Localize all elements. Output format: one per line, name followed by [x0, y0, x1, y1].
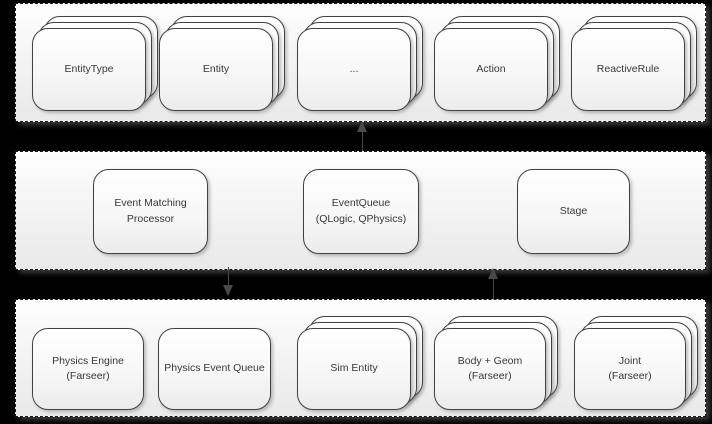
arrow-up-icon: [357, 121, 367, 132]
node-action: Action: [434, 16, 560, 111]
stack-card-front: Sim Entity: [297, 328, 411, 410]
node-physics-engine: Physics Engine (Farseer): [32, 328, 144, 410]
node-joint: Joint (Farseer): [574, 316, 698, 410]
card: Event Matching Processor: [93, 169, 208, 254]
node-reactiverule: ReactiveRule: [571, 16, 697, 111]
arrow-down-icon: [223, 285, 233, 296]
node-label: Event Matching Processor: [114, 197, 187, 225]
stack-card-front: Joint (Farseer): [574, 328, 686, 410]
card: Stage: [517, 169, 630, 254]
node-label: Stage: [559, 204, 588, 217]
node-entitytype: EntityType: [32, 16, 158, 111]
node-entity: Entity: [159, 16, 285, 111]
node-body-geom: Body + Geom (Farseer): [434, 316, 558, 410]
card: EventQueue (QLogic, QPhysics): [303, 169, 419, 254]
node-label: ...: [349, 62, 359, 75]
node-label: Physics Engine (Farseer): [52, 354, 124, 382]
band-entity-layer: EntityType Entity ... Action: [15, 3, 706, 122]
node-label: EventQueue (QLogic, QPhysics): [315, 197, 407, 225]
card: Physics Event Queue: [158, 328, 271, 410]
card: Physics Engine (Farseer): [32, 328, 144, 410]
node-label: Sim Entity: [330, 362, 378, 375]
node-stage: Stage: [517, 169, 630, 254]
arrow-line: [362, 130, 363, 151]
node-label: Action: [476, 62, 506, 75]
stack-card-front: Entity: [159, 28, 273, 111]
band-physics-layer: Physics Engine (Farseer) Physics Event Q…: [15, 299, 706, 417]
node-ellipsis: ...: [297, 16, 423, 111]
node-label: ReactiveRule: [596, 62, 660, 75]
node-physics-event-queue: Physics Event Queue: [158, 328, 271, 410]
stack-card-front: Action: [434, 28, 548, 111]
node-eventqueue: EventQueue (QLogic, QPhysics): [303, 169, 419, 254]
node-sim-entity: Sim Entity: [297, 316, 423, 410]
node-label: Physics Event Queue: [164, 362, 265, 375]
stack-card-front: ...: [297, 28, 411, 111]
arrow-line: [228, 267, 229, 287]
node-label: Joint (Farseer): [608, 354, 652, 382]
arrow-line: [493, 277, 494, 299]
stack-card-front: Body + Geom (Farseer): [434, 328, 546, 410]
stack-card-front: ReactiveRule: [571, 28, 685, 111]
stack-card-front: EntityType: [32, 28, 146, 111]
node-event-matching-processor: Event Matching Processor: [93, 169, 208, 254]
arrow-up-icon: [488, 268, 498, 279]
node-label: EntityType: [64, 62, 114, 75]
node-label: Body + Geom (Farseer): [457, 354, 523, 382]
band-engine-layer: Event Matching Processor EventQueue (QLo…: [15, 151, 706, 270]
node-label: Entity: [202, 62, 230, 75]
